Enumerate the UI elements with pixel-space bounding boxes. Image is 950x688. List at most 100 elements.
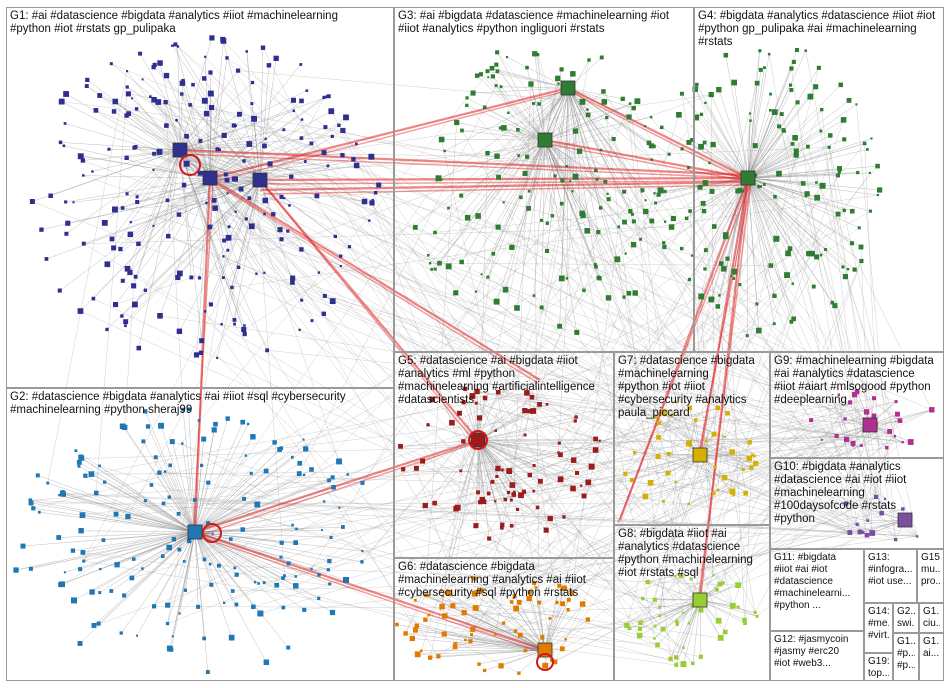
network-node [242,496,246,501]
network-node [166,544,172,551]
network-node [779,112,784,116]
network-node [668,224,675,230]
network-node [209,105,215,111]
network-node [464,215,471,221]
network-node [156,149,163,155]
network-node [527,472,532,478]
network-node [500,522,505,527]
network-node [281,605,286,610]
network-node [461,400,466,405]
network-edge [405,266,597,634]
network-hub-node [560,80,576,96]
network-edge [194,438,479,534]
network-edge [654,419,696,600]
network-edge [444,87,569,152]
network-node [197,171,203,176]
network-edge [150,96,897,402]
network-node [322,95,326,100]
network-node [592,447,599,453]
network-edge [475,87,569,292]
network-edge [82,531,196,553]
network-edge [442,606,546,651]
network-edge [529,253,813,593]
network-node [768,263,774,268]
network-edge [209,107,212,179]
network-node [267,161,273,167]
network-node [894,538,898,542]
network-node [532,464,536,468]
network-node [512,490,516,494]
group-g7-label: G7: #datascience #bigdata #machinelearni… [618,355,755,419]
network-node [495,50,500,55]
network-node [500,525,504,530]
network-edge [151,484,196,533]
network-node [289,174,294,179]
network-node [120,278,125,283]
network-node [255,272,258,275]
network-node [452,644,458,650]
network-node [279,540,284,545]
network-edge [670,168,840,659]
network-node [819,129,823,133]
network-node [631,105,636,111]
network-node [223,172,228,177]
network-node [204,55,207,58]
network-node [282,128,286,132]
network-node [65,220,71,226]
network-node [149,95,152,98]
network-edge [747,150,797,179]
network-edge [194,448,282,533]
network-node [532,51,538,57]
network-node [165,602,171,608]
network-node [730,275,733,278]
network-edge [95,86,128,493]
network-node [360,560,364,564]
network-node [743,621,747,625]
network-node [499,85,503,89]
network-edge [209,72,211,179]
network-node [201,436,207,442]
network-edge [137,149,181,197]
network-node [112,206,118,213]
network-node [414,651,421,658]
network-edge [559,87,569,327]
network-node [28,498,33,502]
network-node [77,308,84,314]
network-edge [856,391,918,537]
group-g4-label: G4: #bigdata #analytics #datascience #ii… [698,10,936,48]
network-node [636,632,643,639]
network-node [250,102,254,106]
network-node [557,583,562,588]
group-g17-box: G1... ciu... [919,603,944,633]
network-node [646,140,652,146]
network-node [94,490,99,496]
network-node [827,145,831,149]
network-node [570,457,577,463]
network-edge [711,177,749,300]
network-edge [747,147,830,179]
network-node [494,500,497,503]
network-edge [640,114,680,240]
network-node [755,302,759,306]
network-node [188,103,192,107]
network-node [495,69,500,74]
network-edge [135,146,464,442]
network-node [686,139,692,145]
network-edge [416,468,472,635]
network-edge [484,420,900,503]
network-edge [194,461,340,533]
network-edge [32,149,181,202]
network-edge [747,149,868,179]
network-node [337,123,341,127]
network-node [516,128,520,132]
network-edge [747,177,809,254]
network-edge [503,127,792,322]
network-node [184,133,189,139]
network-node [441,631,447,637]
network-node [849,241,854,246]
network-node [850,208,855,214]
network-node [441,595,444,598]
network-edge [442,596,546,651]
network-node [662,241,666,245]
network-node [743,491,748,496]
